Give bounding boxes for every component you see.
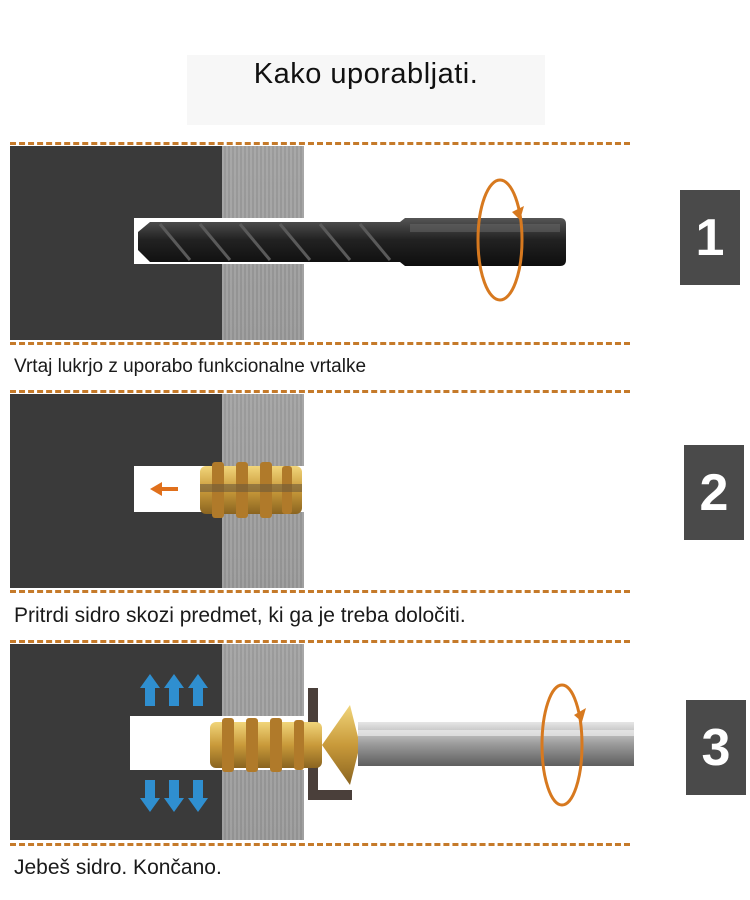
step-number-badge: 2 <box>684 445 744 540</box>
divider <box>10 843 630 846</box>
title-background <box>187 55 545 125</box>
step-caption: Vrtaj lukrjo z uporabo funkcionalne vrta… <box>14 356 367 377</box>
divider <box>10 342 630 345</box>
step-number-badge: 1 <box>680 190 740 285</box>
divider <box>10 640 630 643</box>
divider <box>10 390 630 393</box>
step-number-badge: 3 <box>686 700 746 795</box>
divider <box>10 142 630 145</box>
step-caption: Pritrdi sidro skozi predmet, ki ga je tr… <box>14 604 466 627</box>
page-title: Kako uporabljati. <box>253 58 479 90</box>
divider <box>10 590 630 593</box>
step-caption: Jebeš sidro. Končano. <box>14 856 222 879</box>
